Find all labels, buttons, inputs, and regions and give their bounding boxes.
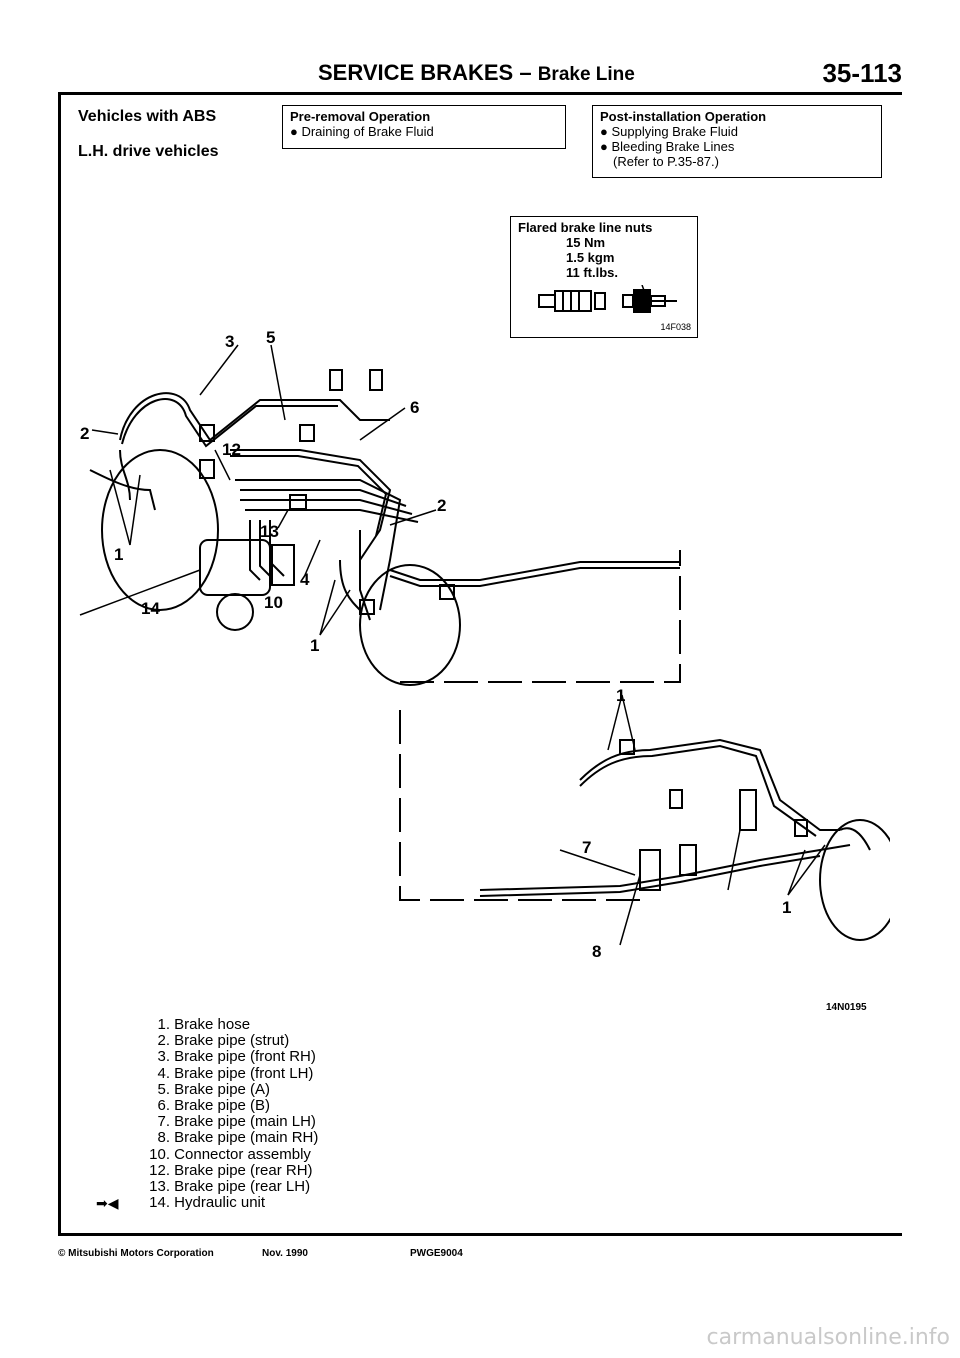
brake-line-diagram (79, 344, 890, 946)
flare-nut-illustration (538, 285, 677, 313)
front-left-disc (101, 449, 219, 611)
footer-code: PWGE9004 (410, 1248, 463, 1259)
post-install-note: (Refer to P.35-87.) (613, 154, 719, 169)
legend-row: ➡◀ 14. Hydraulic unit (96, 1194, 266, 1212)
post-install-box: Post-installation Operation ● Supplying … (592, 105, 882, 178)
callout-12: 12 (222, 440, 241, 459)
vehicle-title: Vehicles with ABS (78, 108, 217, 125)
pre-removal-item: Draining of Brake Fluid (301, 124, 434, 139)
legend-row: 3. Brake pipe (front RH) (157, 1048, 316, 1066)
callout-1-center: 1 (310, 636, 320, 655)
legend-row: 13. Brake pipe (rear LH) (149, 1178, 311, 1196)
footer-copyright: © Mitsubishi Motors Corporation (58, 1248, 214, 1259)
legend-row: 8. Brake pipe (main RH) (157, 1129, 319, 1147)
hydraulic-unit-motor (271, 544, 295, 586)
front-right-disc (359, 564, 461, 686)
torque-box: Flared brake line nuts 15 Nm 1.5 kgm 11 … (510, 216, 698, 338)
callout-1-rear-right: 1 (782, 898, 792, 917)
legend-row: 12. Brake pipe (rear RH) (149, 1161, 313, 1179)
watermark: carmanualsonline.info (706, 1325, 950, 1350)
callout-14: 14 (141, 599, 160, 618)
callout-13: 13 (260, 522, 279, 541)
callout-5: 5 (266, 328, 276, 347)
title-dash: – (519, 60, 532, 85)
left-rule (58, 92, 61, 1236)
post-install-item-1: Supplying Brake Fluid (611, 124, 738, 139)
bottom-rule (58, 1233, 902, 1236)
post-install-item-2: Bleeding Brake Lines (611, 139, 735, 154)
callout-10: 10 (264, 593, 283, 612)
torque-ftlbs: 11 ft.lbs. (566, 265, 619, 280)
torque-heading: Flared brake line nuts (518, 220, 653, 235)
callout-6: 6 (410, 398, 420, 417)
torque-nm: 15 Nm (566, 235, 606, 250)
rear-disc (819, 819, 890, 941)
post-install-heading: Post-installation Operation (600, 109, 767, 124)
callout-7: 7 (582, 838, 592, 857)
torque-code: 14F038 (660, 322, 691, 332)
section-title: SERVICE BRAKES (318, 60, 514, 85)
legend-row: 5. Brake pipe (A) (157, 1080, 271, 1098)
legend-row: 10. Connector assembly (149, 1145, 311, 1163)
callout-2-left: 2 (80, 424, 90, 443)
callout-8: 8 (592, 942, 602, 961)
top-rule (58, 92, 902, 95)
footer-date: Nov. 1990 (262, 1248, 308, 1259)
callout-1-rear: 1 (616, 686, 626, 705)
callout-4: 4 (300, 570, 310, 589)
diagram-code: 14N0195 (826, 1002, 867, 1013)
legend-row: 1. Brake hose (157, 1016, 251, 1033)
parts-legend: 1. Brake hose 2. Brake pipe (strut) 3. B… (96, 1016, 319, 1212)
torque-kgm: 1.5 kgm (566, 250, 615, 265)
legend-row: 7. Brake pipe (main LH) (157, 1113, 316, 1131)
hydraulic-unit-accumulator (216, 593, 254, 631)
legend-row: 6. Brake pipe (B) (157, 1097, 271, 1115)
pre-removal-heading: Pre-removal Operation (290, 109, 431, 124)
legend-row: 2. Brake pipe (strut) (157, 1032, 290, 1050)
callout-2-right: 2 (437, 496, 447, 515)
drive-title: L.H. drive vehicles (78, 143, 219, 160)
page-header-title: SERVICE BRAKES – Brake Line (318, 60, 635, 86)
subsection-title: Brake Line (537, 64, 635, 85)
page-number: 35-113 (822, 58, 902, 88)
callout-1-left: 1 (114, 545, 124, 564)
pre-removal-box: Pre-removal Operation ● Draining of Brak… (282, 105, 566, 149)
legend-row: 4. Brake pipe (front LH) (157, 1064, 314, 1082)
callout-3: 3 (225, 332, 235, 351)
removal-installation-mark-icon: ➡◀ (96, 1195, 119, 1212)
